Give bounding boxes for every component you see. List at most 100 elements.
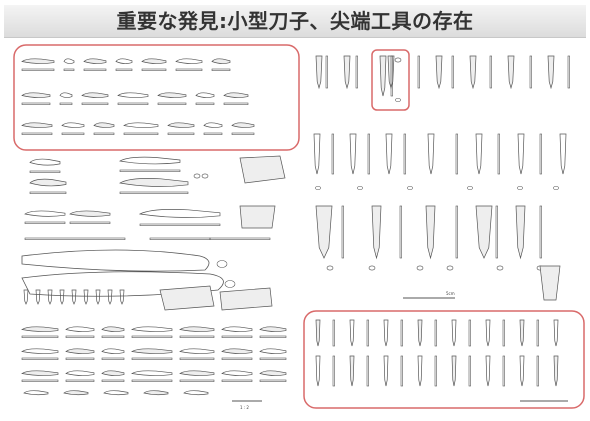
knife-drawing xyxy=(21,348,59,354)
slide-title: 重要な発見:小型刀子、尖端工具の存在 xyxy=(116,9,474,33)
knife-drawing xyxy=(65,370,95,376)
section-drawing xyxy=(221,335,253,338)
section-drawing xyxy=(489,55,492,89)
section-drawing xyxy=(502,319,505,347)
cross-section xyxy=(467,185,473,191)
awl-drawing xyxy=(475,205,493,259)
section-drawing xyxy=(195,102,215,105)
section-drawing xyxy=(101,357,125,360)
knife-drawing xyxy=(24,210,66,217)
awl-drawing xyxy=(35,289,41,305)
section-drawing xyxy=(179,335,215,338)
section-drawing xyxy=(61,132,85,135)
cross-section xyxy=(496,265,504,271)
section-drawing xyxy=(455,133,458,175)
knife-drawing xyxy=(195,92,215,98)
knife-drawing xyxy=(157,92,187,98)
section-drawing xyxy=(123,132,159,135)
knife-drawing xyxy=(223,92,249,98)
knife-drawing xyxy=(21,58,55,64)
cross-section xyxy=(224,280,236,288)
knife-drawing xyxy=(259,326,287,332)
section-drawing xyxy=(417,55,420,89)
knife-drawing xyxy=(231,122,255,128)
section-drawing xyxy=(101,335,125,338)
section-drawing xyxy=(29,191,67,194)
section-drawing xyxy=(366,319,369,347)
awl-drawing xyxy=(47,289,53,305)
section-drawing xyxy=(355,55,358,89)
awl-drawing xyxy=(469,55,477,90)
awl-drawing xyxy=(553,355,559,387)
section-drawing xyxy=(21,357,59,360)
cross-section xyxy=(394,57,402,63)
cross-section xyxy=(553,185,559,191)
section-drawing xyxy=(119,191,189,194)
section-drawing xyxy=(21,102,51,105)
section-drawing xyxy=(29,170,61,173)
awl-drawing xyxy=(485,319,491,347)
section-drawing xyxy=(131,379,173,382)
highlight-boxes xyxy=(13,44,585,409)
knife-drawing xyxy=(118,156,181,165)
awl-drawing xyxy=(427,133,435,175)
section-drawing xyxy=(65,379,95,382)
section-drawing xyxy=(211,68,231,71)
knife-drawing xyxy=(259,348,287,354)
awl-drawing xyxy=(107,289,113,305)
knife-drawing xyxy=(175,58,203,64)
section-drawing xyxy=(101,379,125,382)
section-drawing xyxy=(83,68,107,71)
knife-drawing xyxy=(259,370,287,376)
knife-drawing xyxy=(93,122,115,128)
awl-drawing xyxy=(383,355,389,387)
awl-drawing xyxy=(119,289,125,305)
cross-section xyxy=(216,260,228,268)
blade-fragment-drawing xyxy=(219,287,273,311)
section-drawing xyxy=(115,68,133,71)
section-drawing xyxy=(221,357,253,360)
section-drawing xyxy=(536,355,539,387)
cross-section xyxy=(357,185,363,191)
section-drawing xyxy=(455,205,458,259)
section-drawing xyxy=(24,237,126,240)
section-drawing xyxy=(366,355,369,387)
knife-drawing xyxy=(83,58,107,64)
section-drawing xyxy=(21,68,55,71)
knife-drawing xyxy=(65,348,95,354)
section-drawing xyxy=(332,319,335,347)
awl-drawing xyxy=(59,289,65,305)
section-drawing xyxy=(21,132,53,135)
knife-drawing xyxy=(130,348,173,354)
highlight-pointed-tool xyxy=(371,49,410,111)
knife-drawing xyxy=(123,122,159,128)
section-drawing xyxy=(259,335,287,338)
knife-drawing xyxy=(29,178,67,187)
section-drawing xyxy=(539,133,542,175)
section-drawing xyxy=(139,223,221,226)
section-drawing xyxy=(231,132,255,135)
knife-drawing xyxy=(101,370,125,376)
section-drawing xyxy=(536,319,539,347)
knife-drawing xyxy=(221,326,253,332)
awl-drawing xyxy=(539,265,561,301)
section-drawing xyxy=(468,319,471,347)
awl-drawing xyxy=(485,355,491,387)
cross-section xyxy=(315,185,321,191)
section-drawing xyxy=(81,102,109,105)
knife-drawing xyxy=(59,92,73,98)
cross-section xyxy=(395,97,401,103)
knife-drawing xyxy=(101,348,125,354)
knife-drawing xyxy=(63,58,75,64)
knife-drawing xyxy=(211,58,231,64)
knife-drawing xyxy=(119,178,189,187)
knife-drawing xyxy=(221,348,253,354)
knife-drawing xyxy=(29,158,61,166)
knife-drawing xyxy=(167,122,195,128)
awl-drawing xyxy=(313,133,321,175)
awl-drawing xyxy=(315,355,321,387)
cross-section xyxy=(326,265,334,271)
knife-drawing xyxy=(130,370,173,376)
knife-drawing xyxy=(21,370,59,376)
